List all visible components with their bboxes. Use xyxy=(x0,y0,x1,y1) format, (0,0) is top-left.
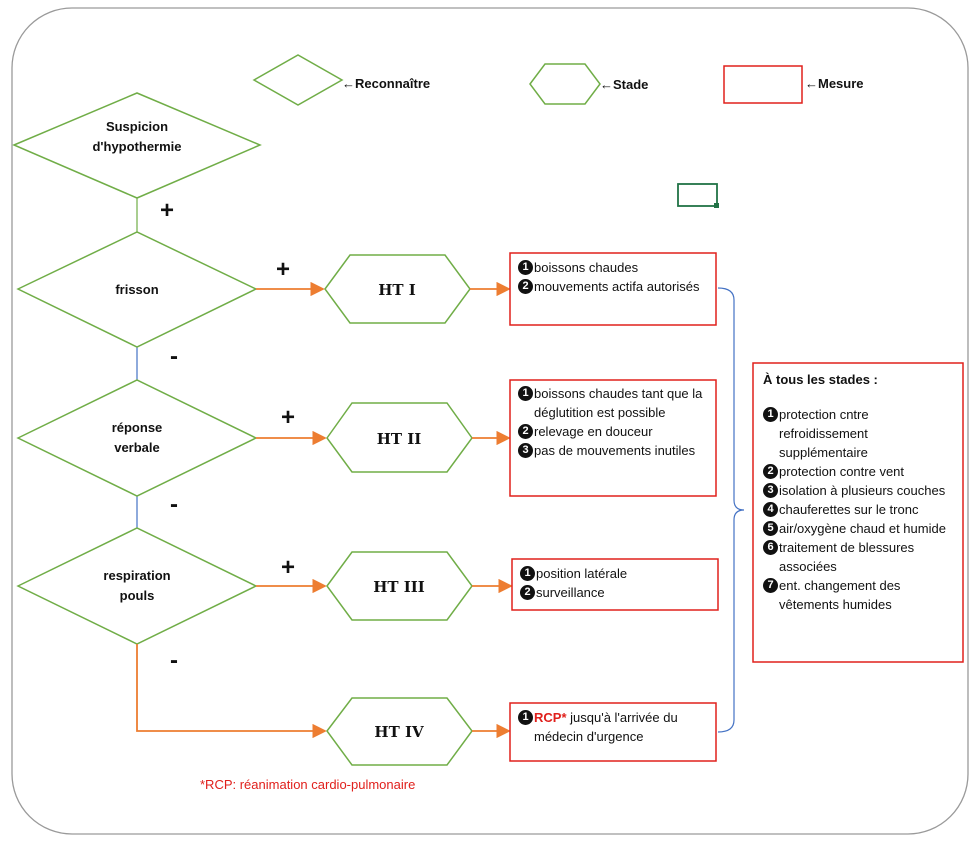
measure-box-ht3 xyxy=(511,558,719,611)
legend-stage-hexagon xyxy=(529,63,601,105)
suspicion-label-line2: d'hypothermie xyxy=(92,139,181,154)
number-badge-icon: 1 xyxy=(518,386,533,401)
footnote-rcp: *RCP: réanimation cardio-pulmonaire xyxy=(200,777,416,792)
legend-stage-label: ←Stade xyxy=(600,77,649,92)
all-stages-box xyxy=(752,362,964,663)
number-badge-icon: 1 xyxy=(520,566,535,581)
sign-minus-frisson: - xyxy=(170,343,178,370)
arrow-respiration-ht4 xyxy=(136,644,327,739)
measure-text: boissons chaudes xyxy=(534,260,639,275)
frisson-label: frisson xyxy=(115,282,158,297)
rcp-text: jusqu'à l'arrivée du médecin d'urgence xyxy=(534,710,678,744)
number-badge-icon: 7 xyxy=(763,578,778,593)
stage-ht3-label: HT III xyxy=(373,578,425,596)
measure-text: protection cntre refroidissement supplém… xyxy=(779,407,869,460)
measure-text: mouvements actifa autorisés xyxy=(534,279,700,294)
legend-recognize-diamond xyxy=(252,54,344,106)
measure-box-ht1 xyxy=(509,252,717,326)
number-badge-icon: 4 xyxy=(763,502,778,517)
number-badge-icon: 2 xyxy=(518,279,533,294)
measure-text: isolation à plusieurs couches xyxy=(779,483,946,498)
measures-group-brace xyxy=(717,287,745,733)
number-badge-icon: 6 xyxy=(763,540,778,555)
measure-text: RCP* jusqu'à l'arrivée du médecin d'urge… xyxy=(534,708,712,746)
sign-plus-suspicion: + xyxy=(160,197,174,224)
sign-plus-frisson: + xyxy=(276,256,290,283)
reponse-label-line1: réponse xyxy=(112,420,163,435)
outer-frame xyxy=(11,7,969,835)
measure-text: relevage en douceur xyxy=(534,424,653,439)
measure-text: chauferettes sur le tronc xyxy=(779,502,919,517)
number-badge-icon: 2 xyxy=(520,585,535,600)
suspicion-label-line1: Suspicion xyxy=(106,119,168,134)
measure-box-ht4 xyxy=(509,702,717,762)
cell-selection-handle xyxy=(714,203,719,208)
sign-minus-reponse: - xyxy=(170,491,178,518)
measure-text: pas de mouvements inutiles xyxy=(534,443,696,458)
stage-ht1-label: HT I xyxy=(378,281,416,299)
cell-selection-box xyxy=(677,183,718,207)
diamond-suspicion xyxy=(12,92,262,199)
measure-text: surveillance xyxy=(536,585,605,600)
measure-text: position latérale xyxy=(536,566,628,581)
respiration-label-line2: pouls xyxy=(120,588,155,603)
diamond-respiration-pouls xyxy=(16,527,258,645)
diamond-reponse-verbale xyxy=(16,379,258,497)
legend-measure-box xyxy=(723,65,803,104)
number-badge-icon: 2 xyxy=(763,464,778,479)
number-badge-icon: 2 xyxy=(518,424,533,439)
number-badge-icon: 1 xyxy=(518,710,533,725)
sign-plus-reponse: + xyxy=(281,404,295,431)
stage-ht2-label: HT II xyxy=(377,430,422,448)
all-stages-title: À tous les stades : xyxy=(763,372,878,387)
measure-text: traitement de blessures associées xyxy=(779,540,915,574)
measure-text: protection contre vent xyxy=(779,464,905,479)
number-badge-icon: 1 xyxy=(518,260,533,275)
sign-plus-respiration: + xyxy=(281,554,295,581)
reponse-label-line2: verbale xyxy=(114,440,160,455)
legend-measure-label: ←Mesure xyxy=(805,76,864,91)
measure-text: boissons chaudes tant que la déglutition… xyxy=(534,386,703,420)
rcp-label: RCP* xyxy=(534,710,567,725)
number-badge-icon: 3 xyxy=(518,443,533,458)
measure-text: ent. changement des vêtements humides xyxy=(779,578,901,612)
stage-ht4-label: HT IV xyxy=(374,723,424,741)
number-badge-icon: 5 xyxy=(763,521,778,536)
measure-box-ht2 xyxy=(509,379,717,497)
respiration-label-line1: respiration xyxy=(103,568,170,583)
measure-text: air/oxygène chaud et humide xyxy=(779,521,946,536)
number-badge-icon: 3 xyxy=(763,483,778,498)
sign-minus-respiration: - xyxy=(170,647,178,674)
number-badge-icon: 1 xyxy=(763,407,778,422)
legend-recognize-label: ←Reconnaître xyxy=(342,76,431,91)
